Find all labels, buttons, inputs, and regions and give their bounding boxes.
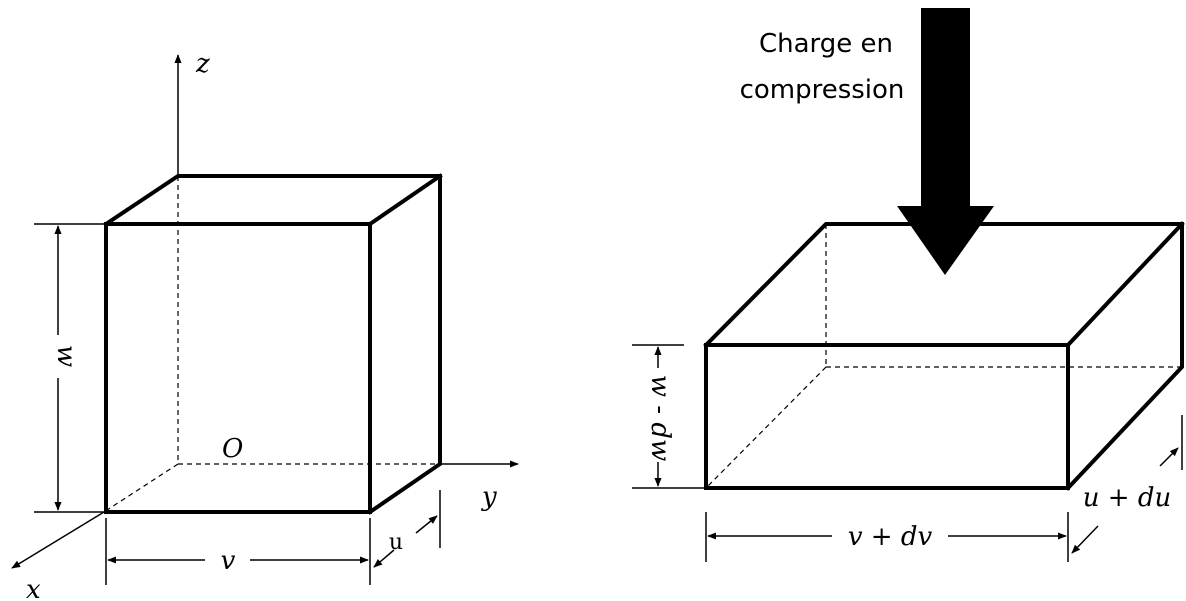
x-axis-line: [11, 511, 105, 569]
front-face: [704, 343, 1070, 490]
udu-dimension-arrow-bottom: [1071, 525, 1099, 554]
w-label: w: [51, 345, 81, 367]
wdw-label: w - dw: [645, 375, 675, 461]
u-dimension-arrow-bottom: [373, 549, 395, 568]
hidden-edge-left-bottom: [705, 366, 827, 489]
original-cube: w v u z y x O: [11, 49, 519, 601]
u-label: u: [389, 530, 403, 555]
udu-dimension-arrow-top: [1159, 447, 1179, 467]
u-dimension-arrow-top: [415, 515, 438, 534]
v-label: v: [221, 546, 236, 576]
front-face: [104, 222, 372, 514]
udu-label: u + du: [1083, 483, 1171, 513]
z-axis-label: z: [195, 49, 210, 79]
top-right-edge: [367, 173, 443, 227]
origin-label: O: [222, 434, 243, 464]
load-label-line1: Charge en: [759, 29, 893, 59]
top-right-edge: [1065, 221, 1185, 348]
y-axis-label: y: [481, 482, 497, 512]
hidden-edge-left-bottom: [103, 463, 179, 513]
top-and-side-edges: [103, 174, 442, 515]
x-axis-label: x: [26, 575, 41, 601]
compression-load-arrow-icon: [897, 8, 994, 275]
vdv-label: v + dv: [848, 522, 933, 552]
load-label-line2: compression: [740, 75, 905, 105]
compressed-cube: Charge en compression w - dw v + dv u + …: [632, 8, 1185, 562]
